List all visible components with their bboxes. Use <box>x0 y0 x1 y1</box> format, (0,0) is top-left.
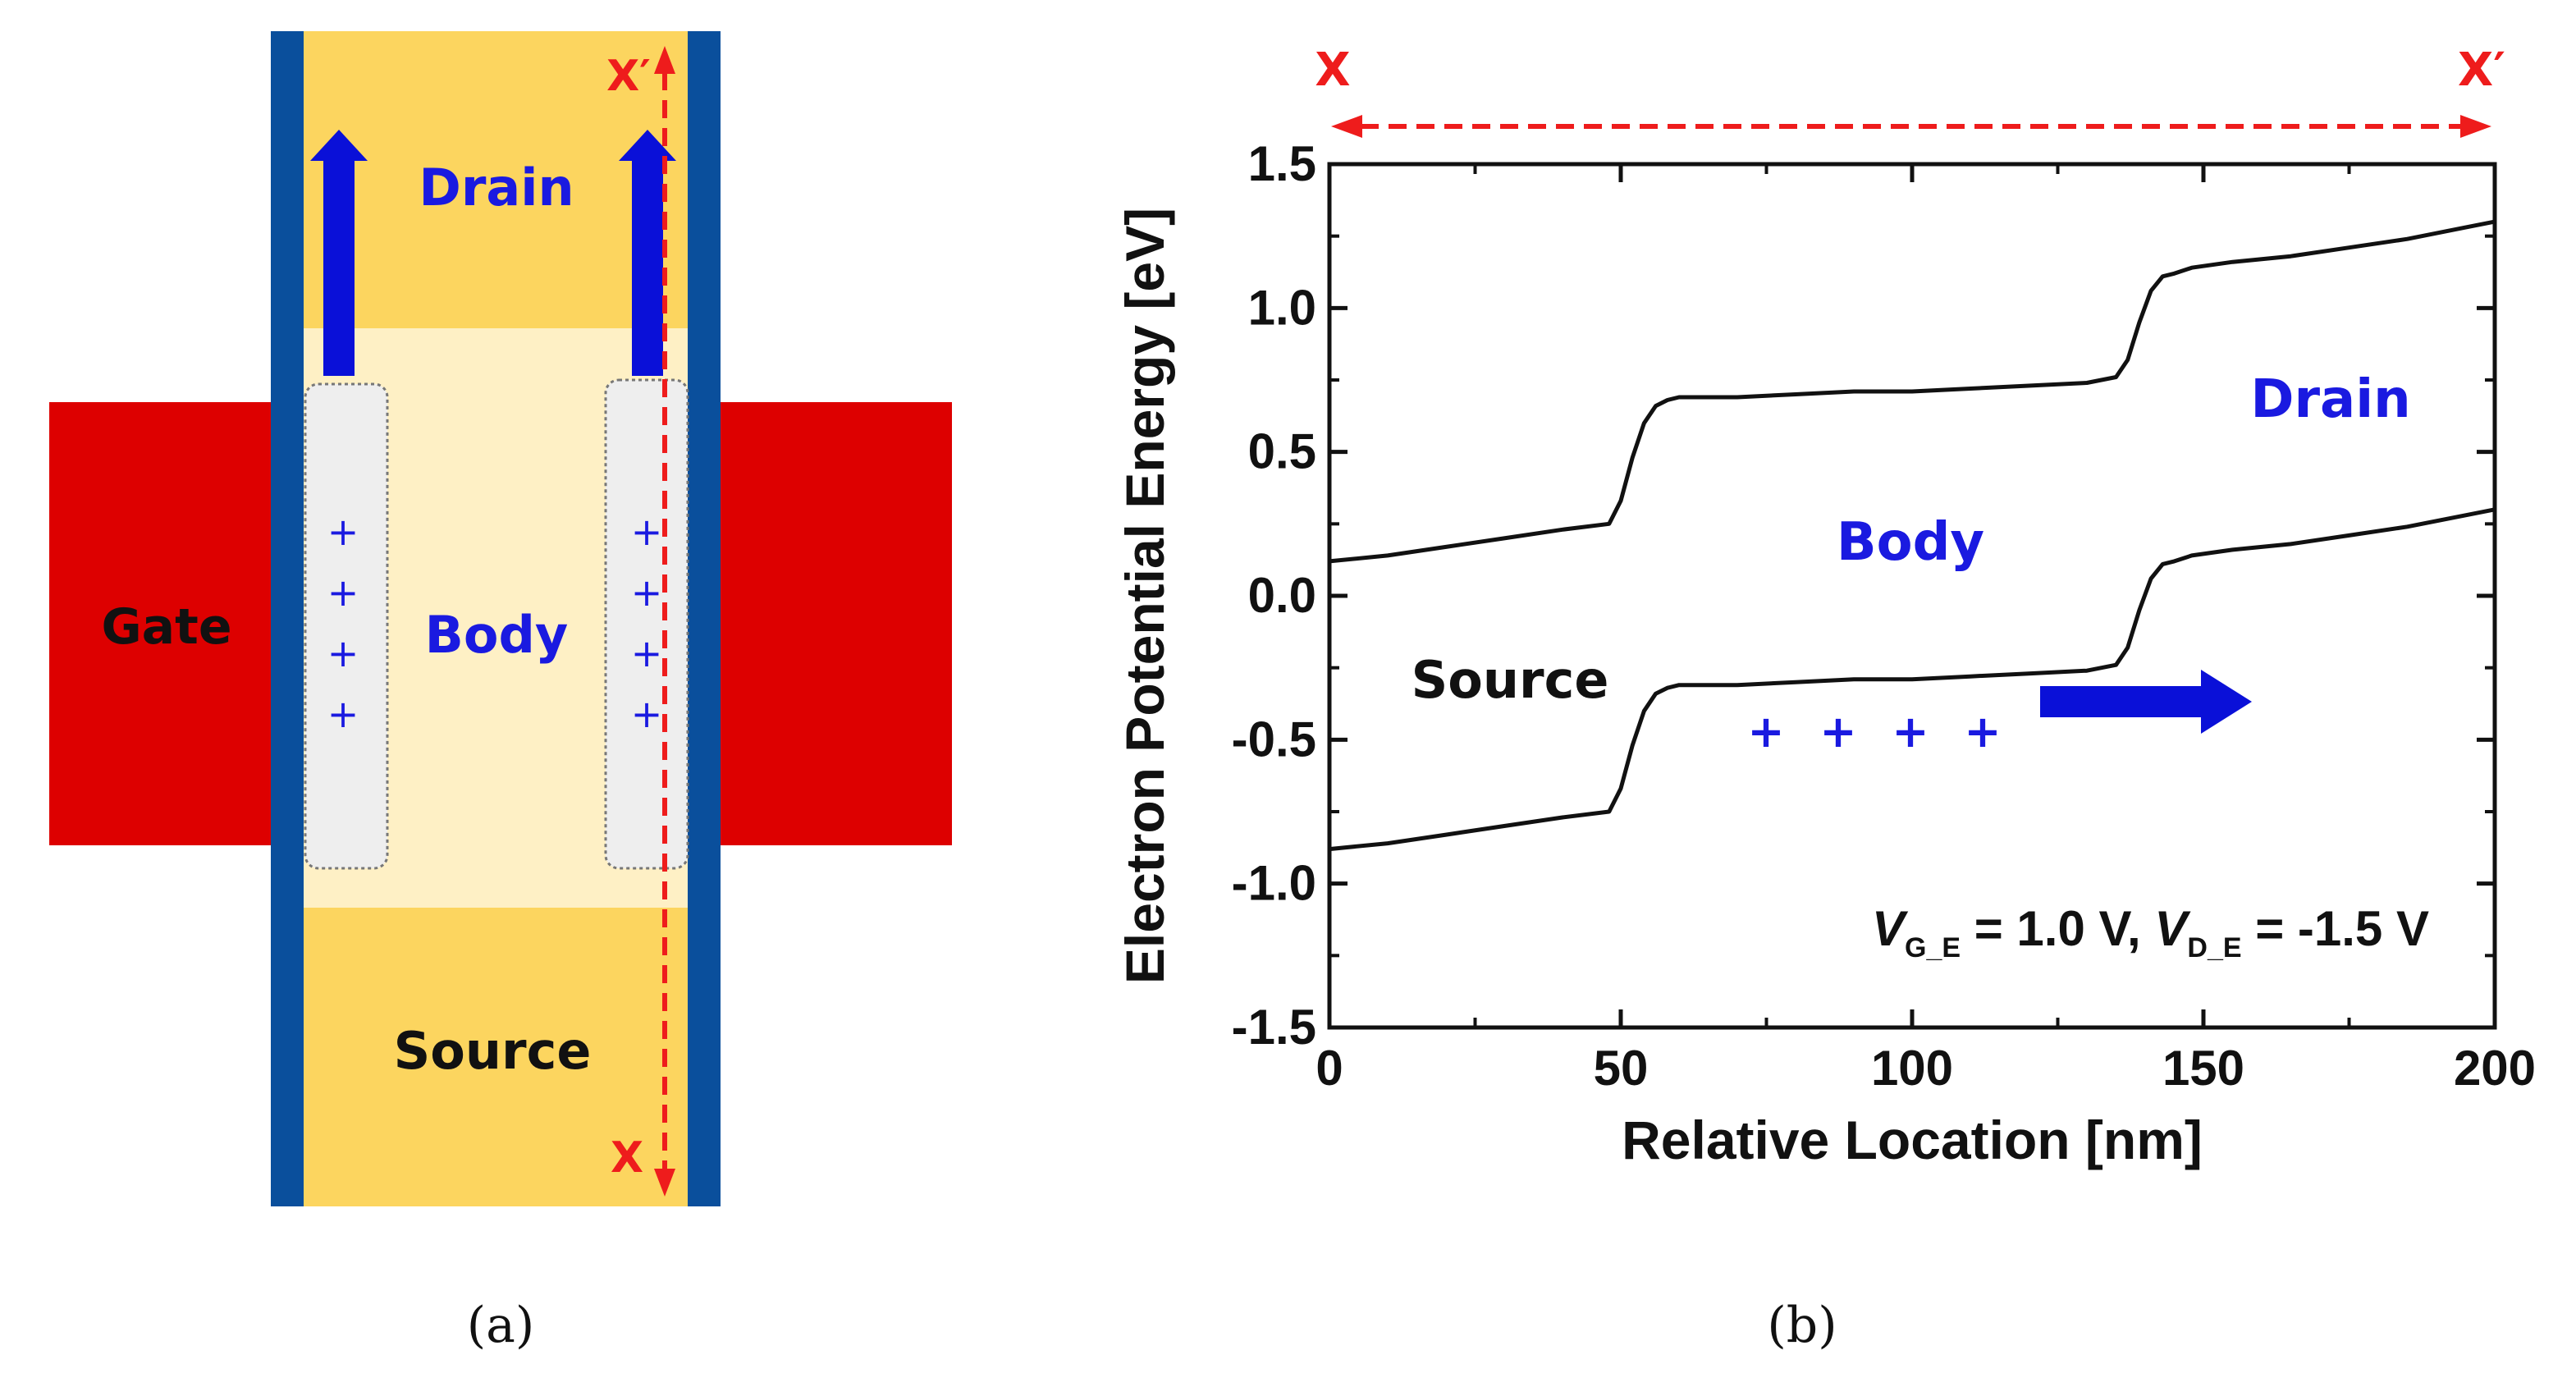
oxide-left <box>271 31 304 1206</box>
hole-plus: + <box>631 692 663 736</box>
x-axis-title: Relative Location [nm] <box>1622 1110 2203 1170</box>
y-tick-label: 1.5 <box>1248 136 1316 191</box>
x-prime-label: X′ <box>606 52 651 101</box>
x-label: X <box>611 1133 643 1183</box>
gate-right-block <box>721 402 952 845</box>
hole-plus: + <box>1964 706 2001 757</box>
cut-line-x-xprime <box>654 46 675 1197</box>
y-tick-label: -1.0 <box>1232 856 1316 911</box>
vd-value: = -1.5 V <box>2242 901 2429 956</box>
y-tick-label: -0.5 <box>1232 712 1316 767</box>
hole-flow-arrow-b <box>2040 670 2252 734</box>
hole-plus: + <box>631 631 663 675</box>
x-tick-label: 50 <box>1594 1041 1649 1096</box>
y-axis-title: Electron Potential Energy [eV] <box>1114 208 1175 984</box>
x-tick-label: 100 <box>1871 1041 1953 1096</box>
drain-label: Drain <box>419 158 574 217</box>
vd-symbol: V <box>2154 901 2191 956</box>
conduction-band-line <box>1329 219 2496 564</box>
body-label: Body <box>425 605 569 665</box>
caption-b: (b) <box>1767 1297 1837 1354</box>
hole-plus: + <box>1747 706 1784 757</box>
holes-row: + + + + <box>1747 706 2001 757</box>
x-prime-label-b: X′ <box>2458 43 2505 97</box>
source-label: Source <box>394 1021 592 1081</box>
gate-left-block <box>49 402 271 845</box>
axis-tick-labels: 0 50 100 150 200 1.5 1.0 0.5 0.0 -0.5 -1.0 -1.5 <box>1232 136 2536 1096</box>
hole-plus: + <box>1819 706 1856 757</box>
vg-subscript: G_E <box>1905 932 1961 963</box>
hole-plus: + <box>327 692 359 736</box>
hole-plus: + <box>327 510 359 554</box>
x-tick-label: 150 <box>2162 1041 2244 1096</box>
y-tick-label: 0.0 <box>1248 568 1316 623</box>
hole-plus: + <box>631 510 663 554</box>
x-label-b: X <box>1315 43 1350 97</box>
vg-symbol: V <box>1872 901 1909 956</box>
vd-subscript: D_E <box>2187 932 2241 963</box>
x-xprime-span-arrow <box>1331 115 2491 138</box>
panel-a-device-cross-section: Gate Drain Body Source X′ X + + + + + + + + <box>49 31 952 1206</box>
hole-plus: + <box>1892 706 1929 757</box>
drain-region-label: Drain <box>2250 369 2410 430</box>
source-region-label: Source <box>1412 650 1609 710</box>
x-tick-label: 200 <box>2454 1041 2536 1096</box>
y-tick-label: -1.5 <box>1232 1000 1316 1055</box>
hole-box-right <box>604 378 689 870</box>
hole-plus: + <box>327 570 359 615</box>
x-tick-label: 0 <box>1315 1041 1343 1096</box>
vg-value: = 1.0 V, <box>1961 901 2154 956</box>
gate-label: Gate <box>101 598 231 656</box>
y-tick-label: 1.0 <box>1248 280 1316 335</box>
holes-left: + + + + <box>327 510 359 736</box>
caption-a: (a) <box>467 1297 535 1354</box>
axis-ticks <box>1327 162 2497 1030</box>
hole-plus: + <box>327 631 359 675</box>
hole-flow-arrow-right <box>619 130 676 376</box>
band-curves <box>1329 219 2496 852</box>
valence-band-line <box>1329 507 2496 852</box>
hole-flow-arrow-left <box>310 130 368 376</box>
oxide-right <box>688 31 721 1206</box>
bias-condition: VG_E = 1.0 V, VD_E = -1.5 V <box>1872 901 2429 963</box>
y-tick-label: 0.5 <box>1248 424 1316 479</box>
hole-plus: + <box>631 570 663 615</box>
plot-frame <box>1327 162 2497 1030</box>
body-region-label: Body <box>1837 512 1984 573</box>
holes-right: + + + + <box>631 510 663 736</box>
panel-b-band-diagram: X X′ 0 50 100 150 200 1.5 1.0 0.5 0.0 -0.5 -1.0 -1.… <box>1114 43 2536 1170</box>
hole-box-left <box>304 382 389 870</box>
